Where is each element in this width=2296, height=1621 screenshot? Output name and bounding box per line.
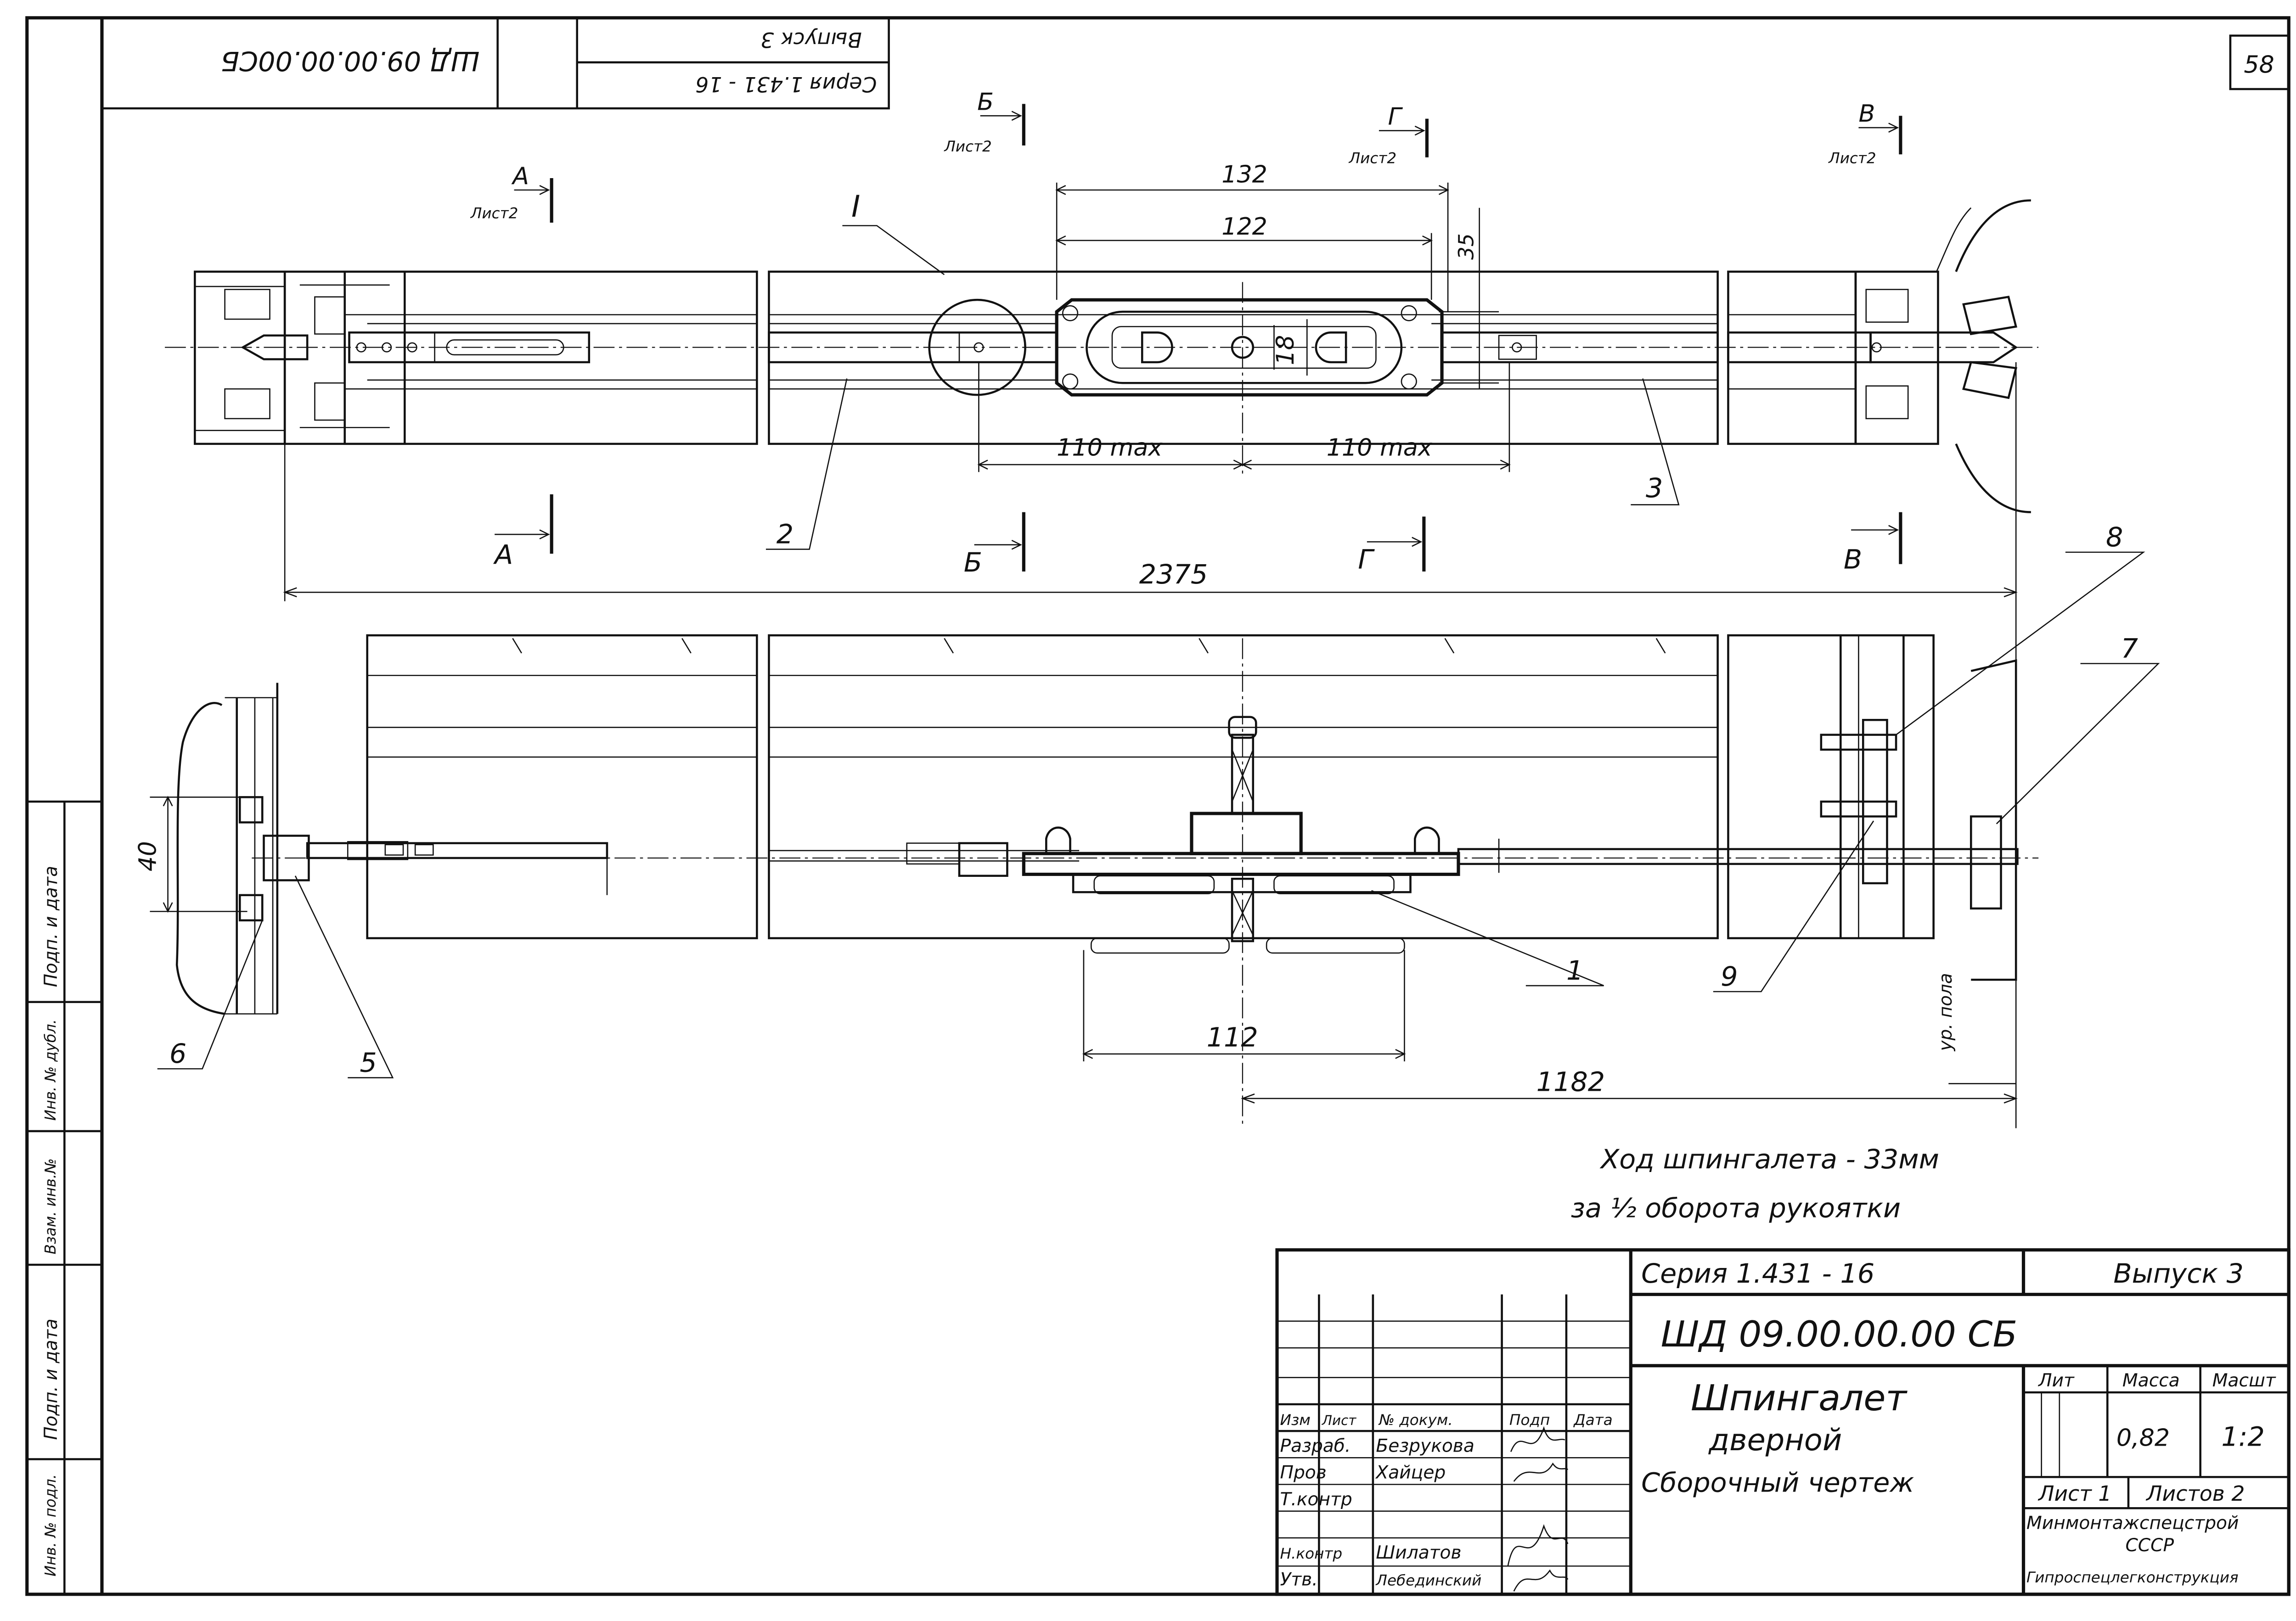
strip-dup-inv: Инв. № дубл.: [42, 1019, 59, 1121]
note-line-2: за ½ оборота рукоятки: [1571, 1193, 1901, 1224]
tb-org-line-2: СССР: [2125, 1535, 2174, 1556]
tb-header-lit: Лит: [2037, 1370, 2075, 1391]
sec-v-top-ref: Лист2: [1828, 150, 1876, 167]
tb-sheets: Листов 2: [2145, 1481, 2245, 1506]
pos-2: 2: [777, 519, 793, 550]
section-markers: [495, 104, 1902, 572]
sec-g-top-ref: Лист2: [1349, 150, 1396, 167]
tb-n-nkontr: Шилатов: [1376, 1542, 1461, 1563]
tb-h-doc: № докум.: [1378, 1411, 1453, 1429]
tb-r-nkontr: Н.контр: [1280, 1545, 1343, 1562]
sec-a-bottom: А: [493, 539, 513, 571]
tb-scale: 1:2: [2221, 1421, 2265, 1453]
floor-level-label: ур. пола: [1936, 973, 1956, 1051]
sec-v-top: В: [1858, 100, 1875, 128]
tb-h-izm: Изм: [1280, 1411, 1311, 1429]
strip-sign-date-2: Подп. и дата: [41, 1318, 62, 1440]
dim-1182: 1182: [1536, 1066, 1605, 1098]
pos-5: 5: [360, 1047, 377, 1078]
tb-name-line-3: Сборочный чертеж: [1641, 1467, 1914, 1498]
tb-name-line-1: Шпингалет: [1691, 1378, 1908, 1419]
tb-org-line-3: Гипроспецлегконструкция: [2026, 1569, 2239, 1586]
top-stamp-issue: Выпуск 3: [760, 28, 862, 52]
tb-org-line-1: Минмонтажспецстрой: [2026, 1513, 2239, 1534]
pos-6: 7: [2121, 633, 2138, 664]
sec-g-bottom: Г: [1358, 544, 1375, 575]
title-block: [1275, 1248, 2290, 1596]
sec-a-top-ref: Лист2: [470, 204, 518, 222]
top-stamp-series: Серия 1.431 - 16: [695, 72, 877, 96]
tb-header-mass: Масса: [2122, 1370, 2180, 1391]
tb-n-utv: Лебединский: [1375, 1572, 1481, 1589]
sec-b-bottom: Б: [964, 547, 982, 578]
front-dims: [150, 796, 2018, 1104]
tb-issue: Выпуск 3: [2113, 1258, 2244, 1289]
strip-sign-date-1: Подп. и дата: [41, 866, 62, 987]
top-stamp-designation: ШД 09.00.00.00СБ: [221, 45, 480, 77]
tb-n-razrab: Безрукова: [1376, 1436, 1474, 1457]
pos-1: 1: [1566, 955, 1583, 986]
pos-9: 9: [1721, 961, 1738, 992]
tb-h-list: Лист: [1322, 1413, 1356, 1428]
tb-r-prov: Пров: [1280, 1463, 1327, 1483]
pos-8: 6: [169, 1038, 186, 1069]
dim-18: 18: [1272, 335, 1300, 365]
tb-series: Серия 1.431 - 16: [1641, 1258, 1874, 1289]
top-view: [165, 199, 2039, 513]
top-stamp: [101, 17, 890, 110]
top-dims: [283, 182, 2018, 1128]
front-leaders: [157, 551, 2160, 1078]
detail-view-label: I: [851, 190, 860, 224]
front-view: [175, 634, 2039, 1128]
sec-a-top: А: [511, 163, 529, 190]
sheet-number: 58: [2244, 51, 2274, 79]
pos-7: 8: [2106, 522, 2123, 553]
tb-n-prov: Хайцер: [1375, 1463, 1446, 1483]
sec-b-top: Б: [977, 89, 994, 116]
tb-header-scale: Масшт: [2212, 1370, 2276, 1391]
dim-110-left: 110 max: [1057, 434, 1163, 462]
dim-40: 40: [134, 841, 162, 871]
tb-r-razrab: Разраб.: [1280, 1436, 1351, 1457]
strip-orig-inv: Инв. № подл.: [42, 1474, 59, 1576]
tb-designation: ШД 09.00.00.00 СБ: [1661, 1314, 2018, 1355]
dim-2375: 2375: [1139, 559, 1208, 590]
tb-r-tkontr: Т.контр: [1280, 1489, 1352, 1510]
strip-repl-inv: Взам. инв.№: [42, 1158, 59, 1254]
side-strip: [26, 800, 103, 1596]
sec-b-top-ref: Лист2: [944, 138, 991, 155]
sec-g-top: Г: [1388, 103, 1403, 131]
tb-sheet: Лист 1: [2037, 1481, 2111, 1506]
pos-3: 3: [1646, 472, 1663, 504]
tb-name-line-2: дверной: [1708, 1423, 1842, 1458]
note-line-1: Ход шпингалета - 33мм: [1599, 1144, 1939, 1175]
tb-r-utv: Утв.: [1280, 1570, 1318, 1590]
sec-v-bottom: В: [1844, 544, 1862, 575]
dim-110-right: 110 max: [1327, 434, 1433, 462]
dim-112: 112: [1207, 1022, 1258, 1053]
tb-h-sign: Подп: [1509, 1411, 1550, 1429]
dim-132: 132: [1221, 161, 1267, 189]
dim-35: 35: [1454, 233, 1478, 260]
top-leaders: [765, 225, 1680, 550]
tb-mass: 0,82: [2116, 1425, 2170, 1452]
tb-h-date: Дата: [1573, 1411, 1612, 1429]
dim-122: 122: [1221, 213, 1267, 241]
